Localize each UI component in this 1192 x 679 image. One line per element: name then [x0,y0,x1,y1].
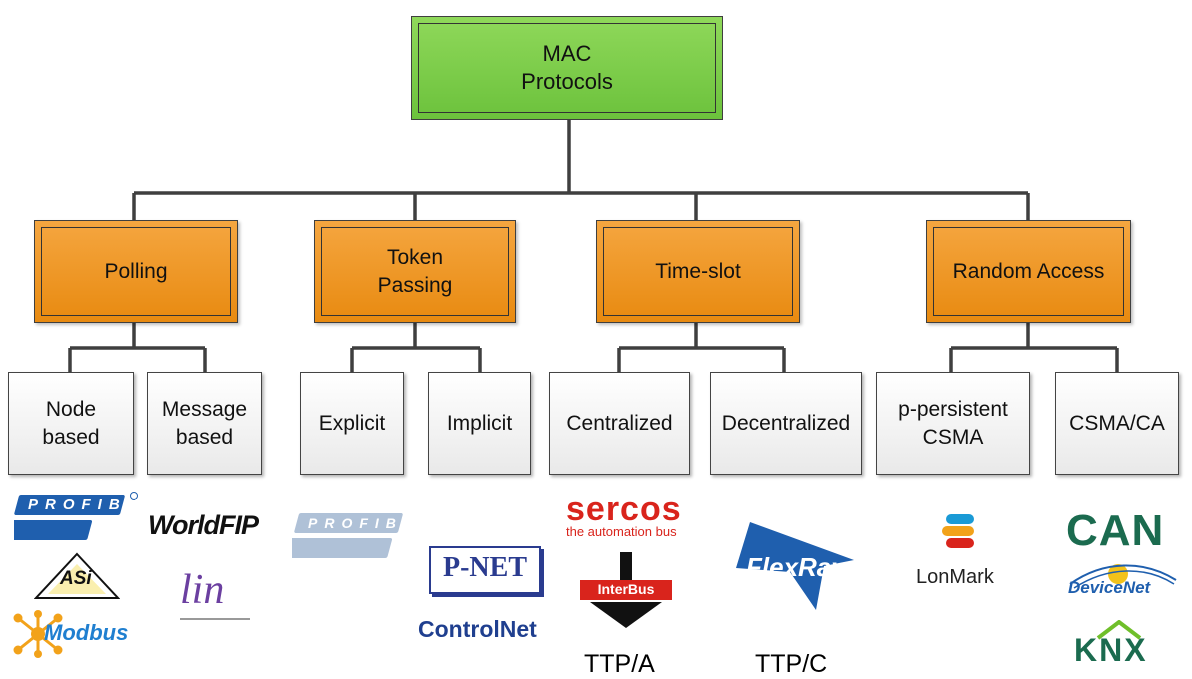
leaf-node-p-persistent-csma: p-persistent CSMA [876,372,1030,475]
root-node-label: MAC Protocols [521,41,613,94]
ttp-a-label: TTP/A [584,650,655,678]
knx-logo-text: KNX [1074,632,1148,668]
leaf-label: Decentralized [721,411,851,435]
profibus-logo: PROFIBUS [3,492,162,544]
asi-logo-text: ASi [60,568,92,589]
lin-logo: lin [180,568,250,624]
category-label: Random Access [952,259,1105,283]
leaf-label: CSMA/CA [1069,411,1165,435]
leaf-label: Explicit [318,411,386,435]
ttp-c-label: TTP/C [755,650,828,678]
interbus-logo: InterBus [580,552,672,628]
knx-logo: KNX [1072,620,1166,668]
modbus-logo: Modbus [10,610,160,658]
lonmark-logo: LonMark [914,514,1014,590]
flexray-logo-text: FlexRay [746,552,846,582]
profibus-logo-faded-text: PROFIBUS [308,515,437,531]
leaf-node-node-based: Node based [8,372,134,475]
leaf-label: Node based [42,397,100,449]
devicenet-logo: DeviceNet [1064,558,1180,604]
root-node-mac-protocols: MAC Protocols [411,16,723,120]
category-node-polling: Polling [34,220,238,323]
asi-logo: ASi [33,552,121,600]
category-node-time-slot: Time-slot [596,220,800,323]
pnet-logo: P-NET [429,546,541,594]
can-logo: CAN [1066,506,1165,555]
lonmark-logo-text: LonMark [916,566,994,588]
leaf-node-implicit: Implicit [428,372,531,475]
category-label: Polling [104,259,168,283]
worldfip-logo: WorldFIP [148,510,259,540]
profibus-logo-text: PROFIBUS [28,496,162,513]
controlnet-logo: ControlNet [418,616,537,642]
leaf-node-centralized: Centralized [549,372,690,475]
leaf-label: Message based [161,397,248,449]
devicenet-logo-text: DeviceNet [1068,578,1151,597]
sercos-logo: sercos the automation bus [566,490,686,540]
category-node-token-passing: Token Passing [314,220,516,323]
flexray-logo: FlexRay [732,520,872,612]
leaf-node-csma-ca: CSMA/CA [1055,372,1179,475]
category-label: Time-slot [655,259,741,283]
sercos-logo-tagline: the automation bus [566,524,677,539]
category-node-random-access: Random Access [926,220,1131,323]
leaf-label: p-persistent CSMA [898,397,1008,449]
leaf-node-decentralized: Decentralized [710,372,862,475]
modbus-logo-text: Modbus [44,620,129,645]
leaf-node-message-based: Message based [147,372,262,475]
sercos-logo-text: sercos [566,490,682,528]
lin-logo-text: lin [180,567,225,613]
leaf-node-explicit: Explicit [300,372,404,475]
leaf-label: Implicit [446,411,513,435]
pnet-logo-text: P-NET [443,552,527,583]
leaf-label: Centralized [566,411,673,435]
profibus-logo-faded: PROFIBUS [283,510,437,562]
interbus-logo-text: InterBus [597,581,655,597]
category-label: Token Passing [377,245,453,297]
